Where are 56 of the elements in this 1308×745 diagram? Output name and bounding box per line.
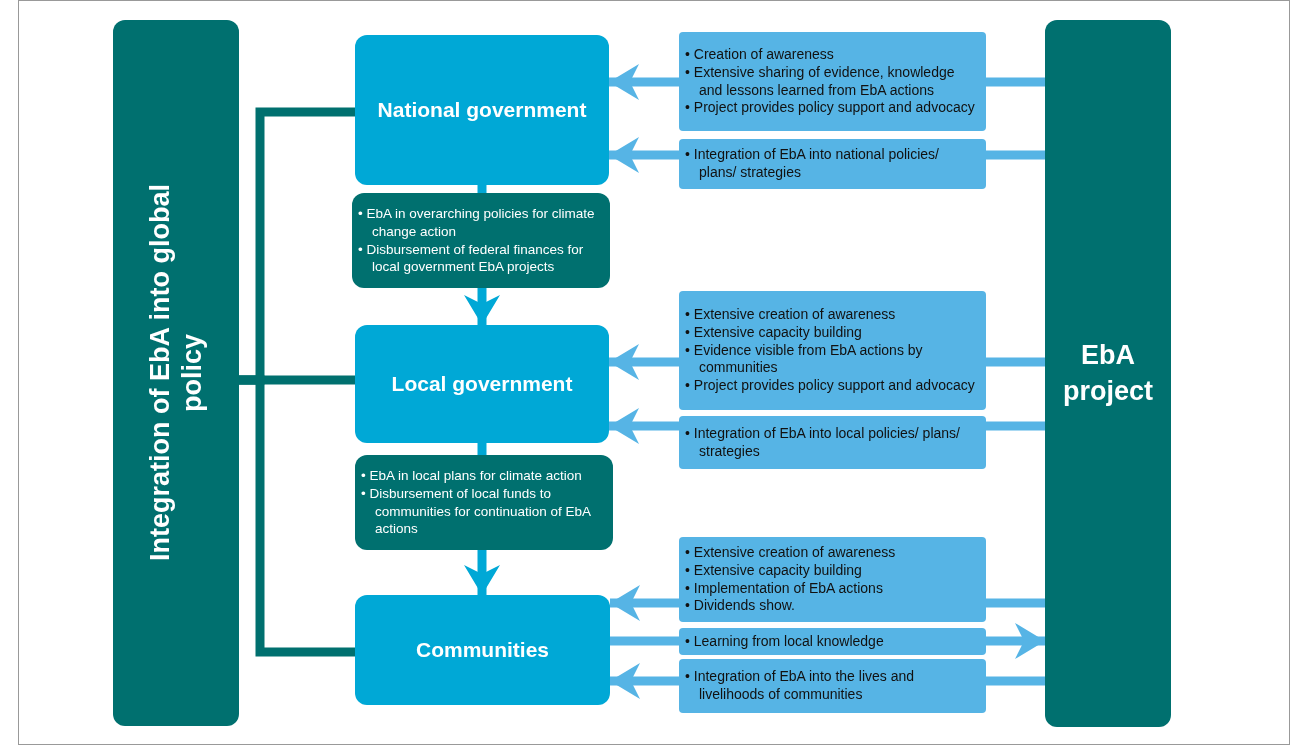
connector-line (477, 443, 487, 455)
arrow (609, 137, 679, 173)
bullet-item: • Extensive creation of awareness (685, 543, 897, 562)
bullet-item: • Evidence visible from EbA actions by communities (685, 341, 924, 378)
bullet-item: • Integration of EbA into the lives and livelihoods of communities (685, 668, 916, 704)
arrow (464, 288, 500, 325)
bullet-item: • Integration of EbA into national policies/ plans/ strategies (685, 146, 940, 182)
bullet-item: • Dividends show. (685, 597, 796, 616)
arrow (609, 344, 679, 380)
bullet-item: • Implementation of EbA actions (685, 579, 884, 598)
connector-line (239, 375, 355, 657)
bullet-item: • Extensive capacity building (685, 323, 863, 342)
bullet-item: • Disbursement of federal finances for local government EbA projects (358, 240, 585, 277)
connector-line (986, 421, 1045, 431)
bullet-item: • EbA in overarching policies for climate change action (358, 204, 596, 241)
bullet-item: • Learning from local knowledge (685, 632, 885, 651)
bullet-item: • Disbursement of local funds to communities for continuation of EbA actions (361, 484, 592, 539)
callout-box (679, 32, 986, 131)
note-box (352, 193, 610, 288)
callout-box (679, 537, 986, 622)
bullet-item: • Integration of EbA into local policies/ plans/ strategies (685, 424, 961, 461)
callout-box (679, 416, 986, 469)
callout-box (679, 291, 986, 410)
arrow (610, 663, 679, 699)
node-title: Local government (390, 372, 574, 396)
connector-line (986, 150, 1045, 160)
note-box (355, 455, 613, 550)
bullet-item: • Project provides policy support and advocacy (685, 377, 976, 396)
node-title: Communities (415, 638, 550, 662)
node-title: EbA project (1062, 339, 1154, 408)
callout-box (679, 628, 986, 655)
process-box (355, 35, 609, 185)
connector-line (986, 357, 1045, 367)
sidebar-panel (113, 20, 239, 726)
bullet-item: • Project provides policy support and advocacy (685, 99, 976, 118)
process-box (355, 325, 609, 443)
callout-box (679, 659, 986, 713)
callout-box (679, 139, 986, 189)
connector-line (986, 598, 1045, 608)
process-box (355, 595, 610, 705)
arrow (609, 64, 679, 100)
arrow (464, 550, 500, 595)
bullet-item: • Extensive sharing of evidence, knowledge and lessons learned from EbA actions (685, 63, 956, 100)
connector-line (477, 185, 487, 193)
arrow (986, 623, 1045, 659)
bullet-item: • Creation of awareness (685, 45, 835, 64)
bullet-item: • Extensive creation of awareness (685, 305, 897, 324)
arrow (610, 585, 679, 621)
connector-line (986, 676, 1045, 686)
bullet-item: • EbA in local plans for climate action (361, 466, 583, 485)
connector-line (986, 77, 1045, 87)
arrow (609, 408, 679, 444)
node-title: National government (376, 98, 588, 122)
sidebar-panel (1045, 20, 1171, 727)
node-title: Integration of EbA into global policy (143, 183, 208, 564)
bullet-item: • Extensive capacity building (685, 561, 863, 580)
